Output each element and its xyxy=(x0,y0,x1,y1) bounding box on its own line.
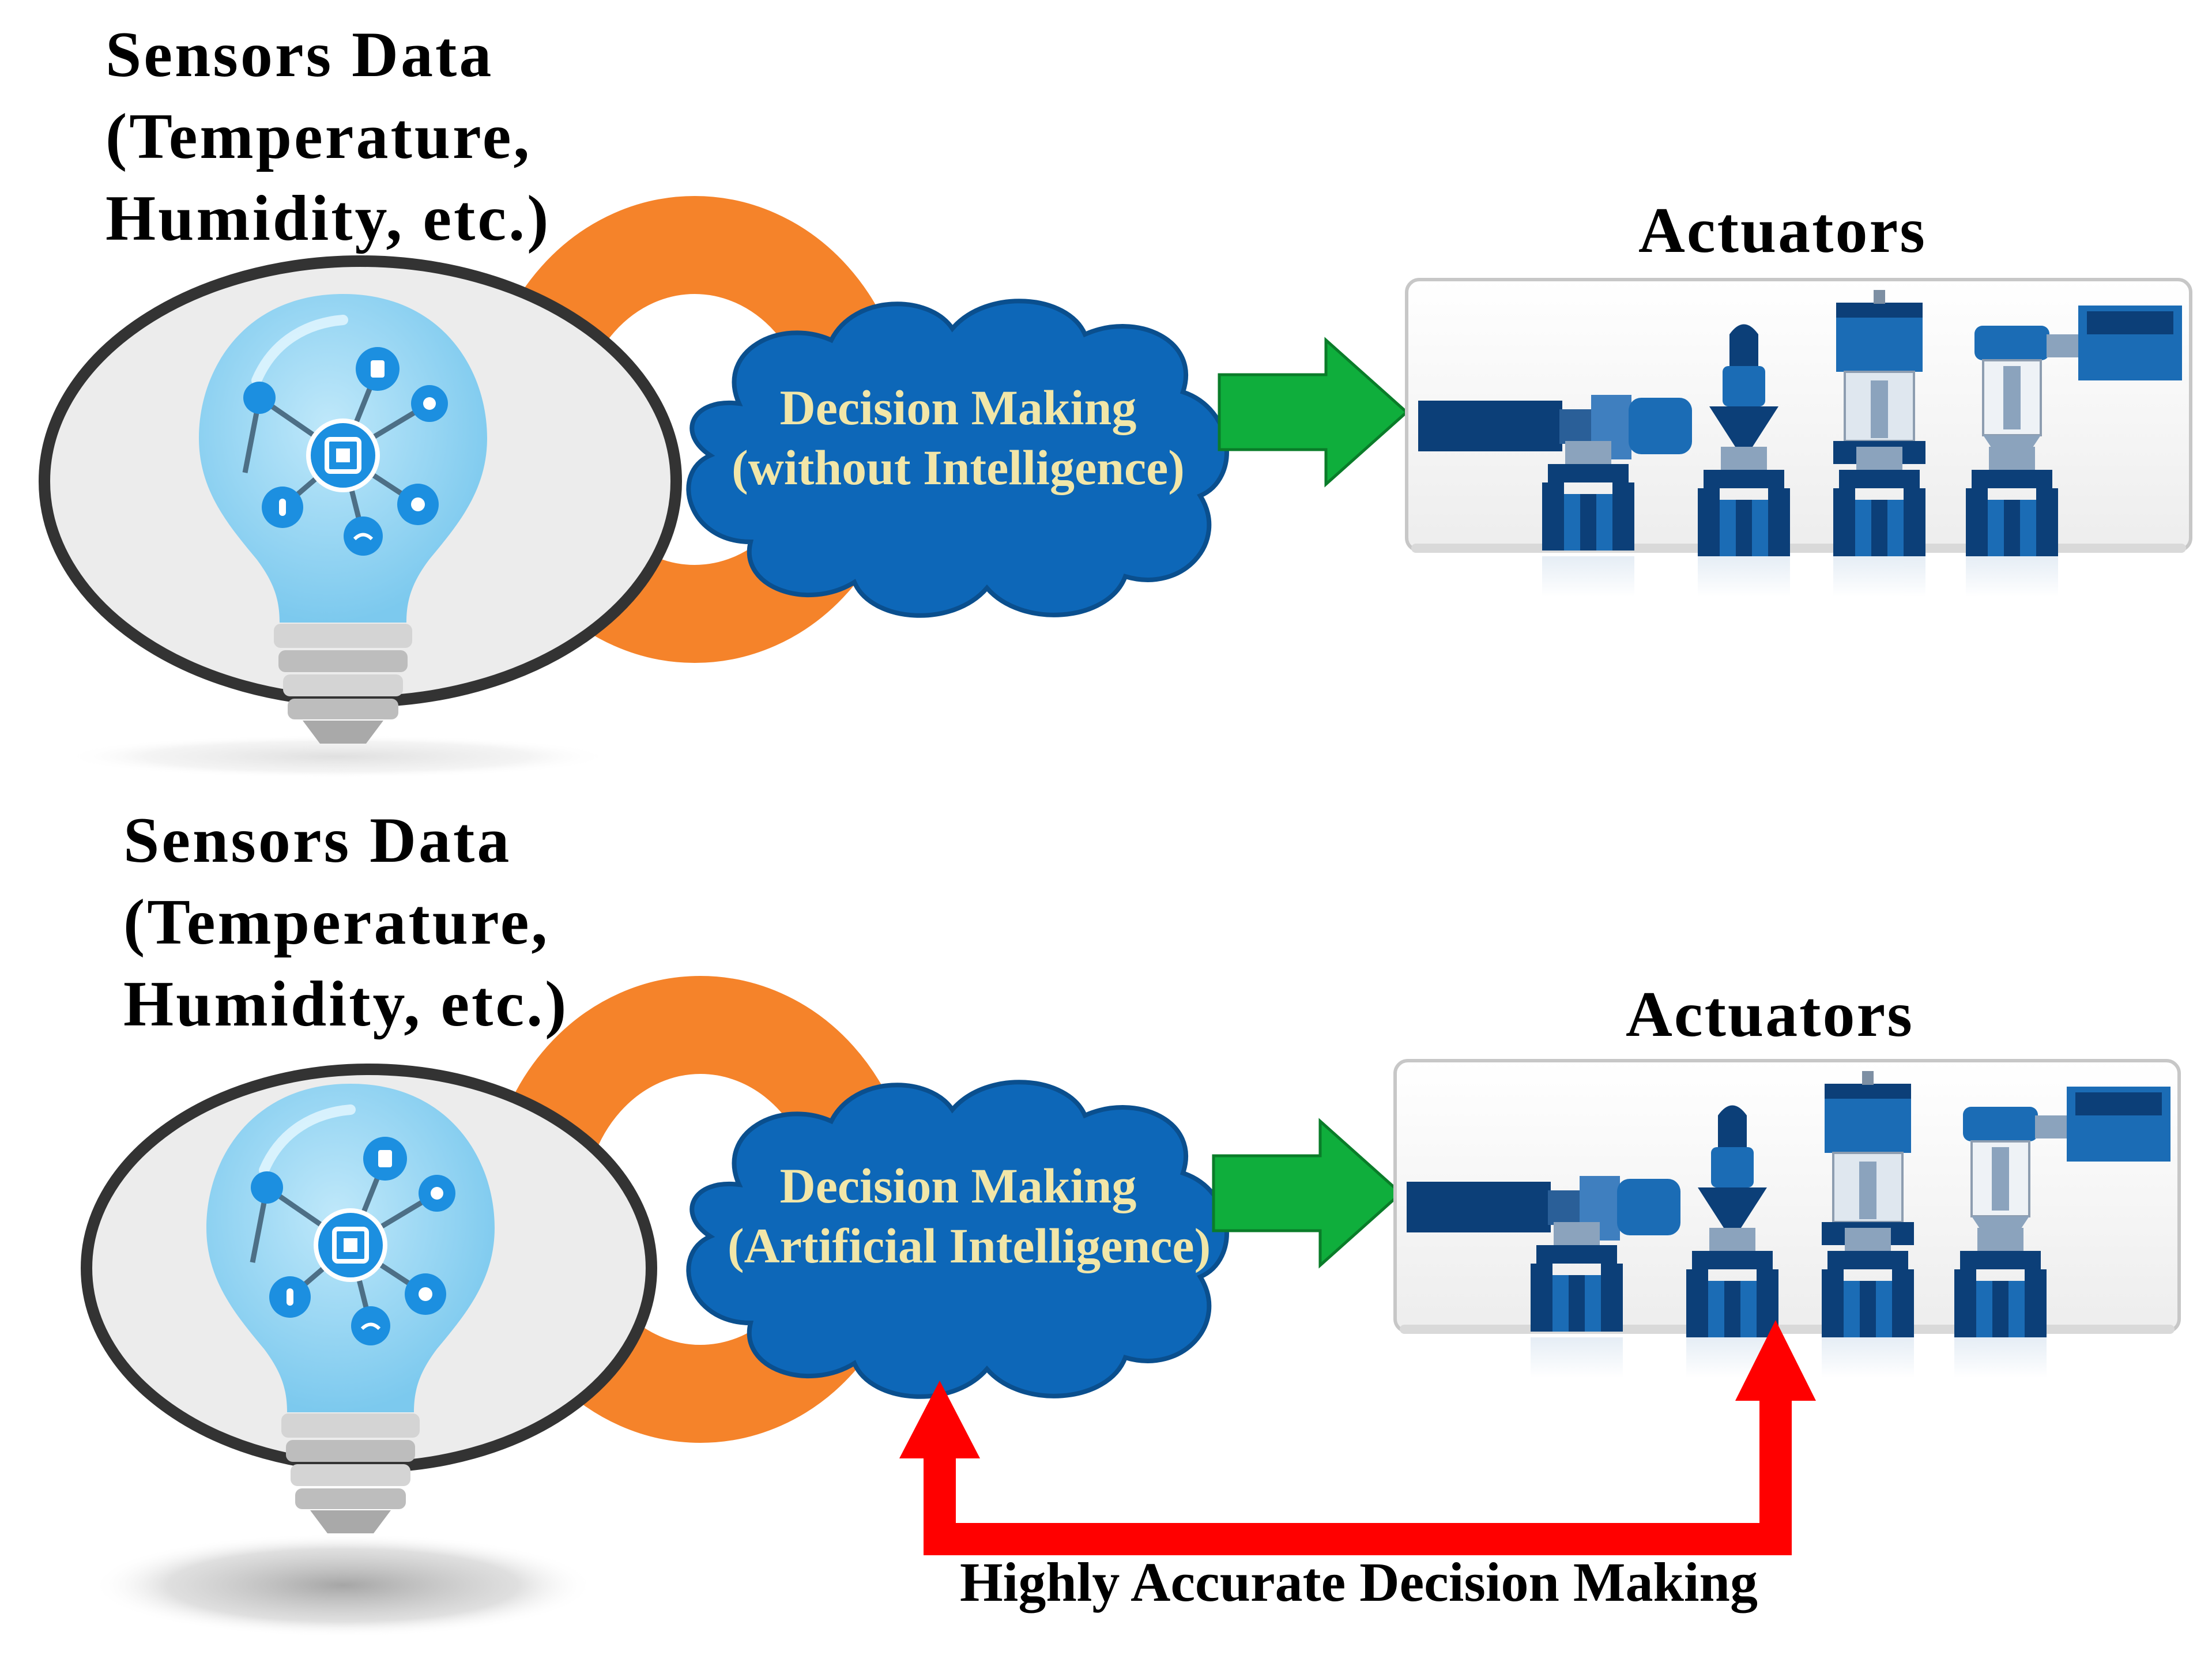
panel-2 xyxy=(81,976,2179,1637)
decision-label-line: (without Intelligence) xyxy=(732,440,1185,495)
green-arrow-2 xyxy=(1212,1118,1403,1269)
feedback-label: Highly Accurate Decision Making xyxy=(960,1551,1758,1613)
sensor-label-line: Humidity, etc.) xyxy=(123,968,569,1040)
actuators-label-2: Actuators xyxy=(1626,979,1914,1050)
feedback-arrowhead-left xyxy=(899,1381,980,1458)
sensor-label-1: Sensors Data (Temperature, Humidity, etc… xyxy=(105,14,551,259)
sensor-label-line: (Temperature, xyxy=(105,101,532,172)
feedback-arrowhead-right xyxy=(1735,1320,1816,1401)
iot-lightbulb-icon xyxy=(206,1084,495,1533)
actuators-label-1: Actuators xyxy=(1638,195,1927,266)
actuator-valves-icon xyxy=(1395,1061,2179,1378)
decision-label-line: Decision Making xyxy=(779,1158,1137,1213)
green-arrow-1 xyxy=(1218,337,1409,488)
sensor-label-line: Sensors Data xyxy=(123,805,512,876)
sensor-label-2: Sensors Data (Temperature, Humidity, etc… xyxy=(123,800,568,1045)
decision-label-2: Decision Making (Artificial Intelligence… xyxy=(728,1156,1211,1276)
sensor-shadow-2 xyxy=(92,1533,594,1637)
feedback-arrow xyxy=(924,1401,1792,1555)
decision-label-1: Decision Making (without Intelligence) xyxy=(728,378,1189,497)
decision-label-line: Decision Making xyxy=(779,380,1137,435)
actuator-valves-icon xyxy=(1407,280,2191,597)
sensor-label-line: Humidity, etc.) xyxy=(105,183,551,254)
sensor-label-line: (Temperature, xyxy=(123,887,550,958)
sensor-shadow-1 xyxy=(63,735,611,778)
decision-label-line: (Artificial Intelligence) xyxy=(728,1218,1211,1273)
sensor-label-line: Sensors Data xyxy=(105,19,494,91)
panel-1 xyxy=(39,196,2191,778)
